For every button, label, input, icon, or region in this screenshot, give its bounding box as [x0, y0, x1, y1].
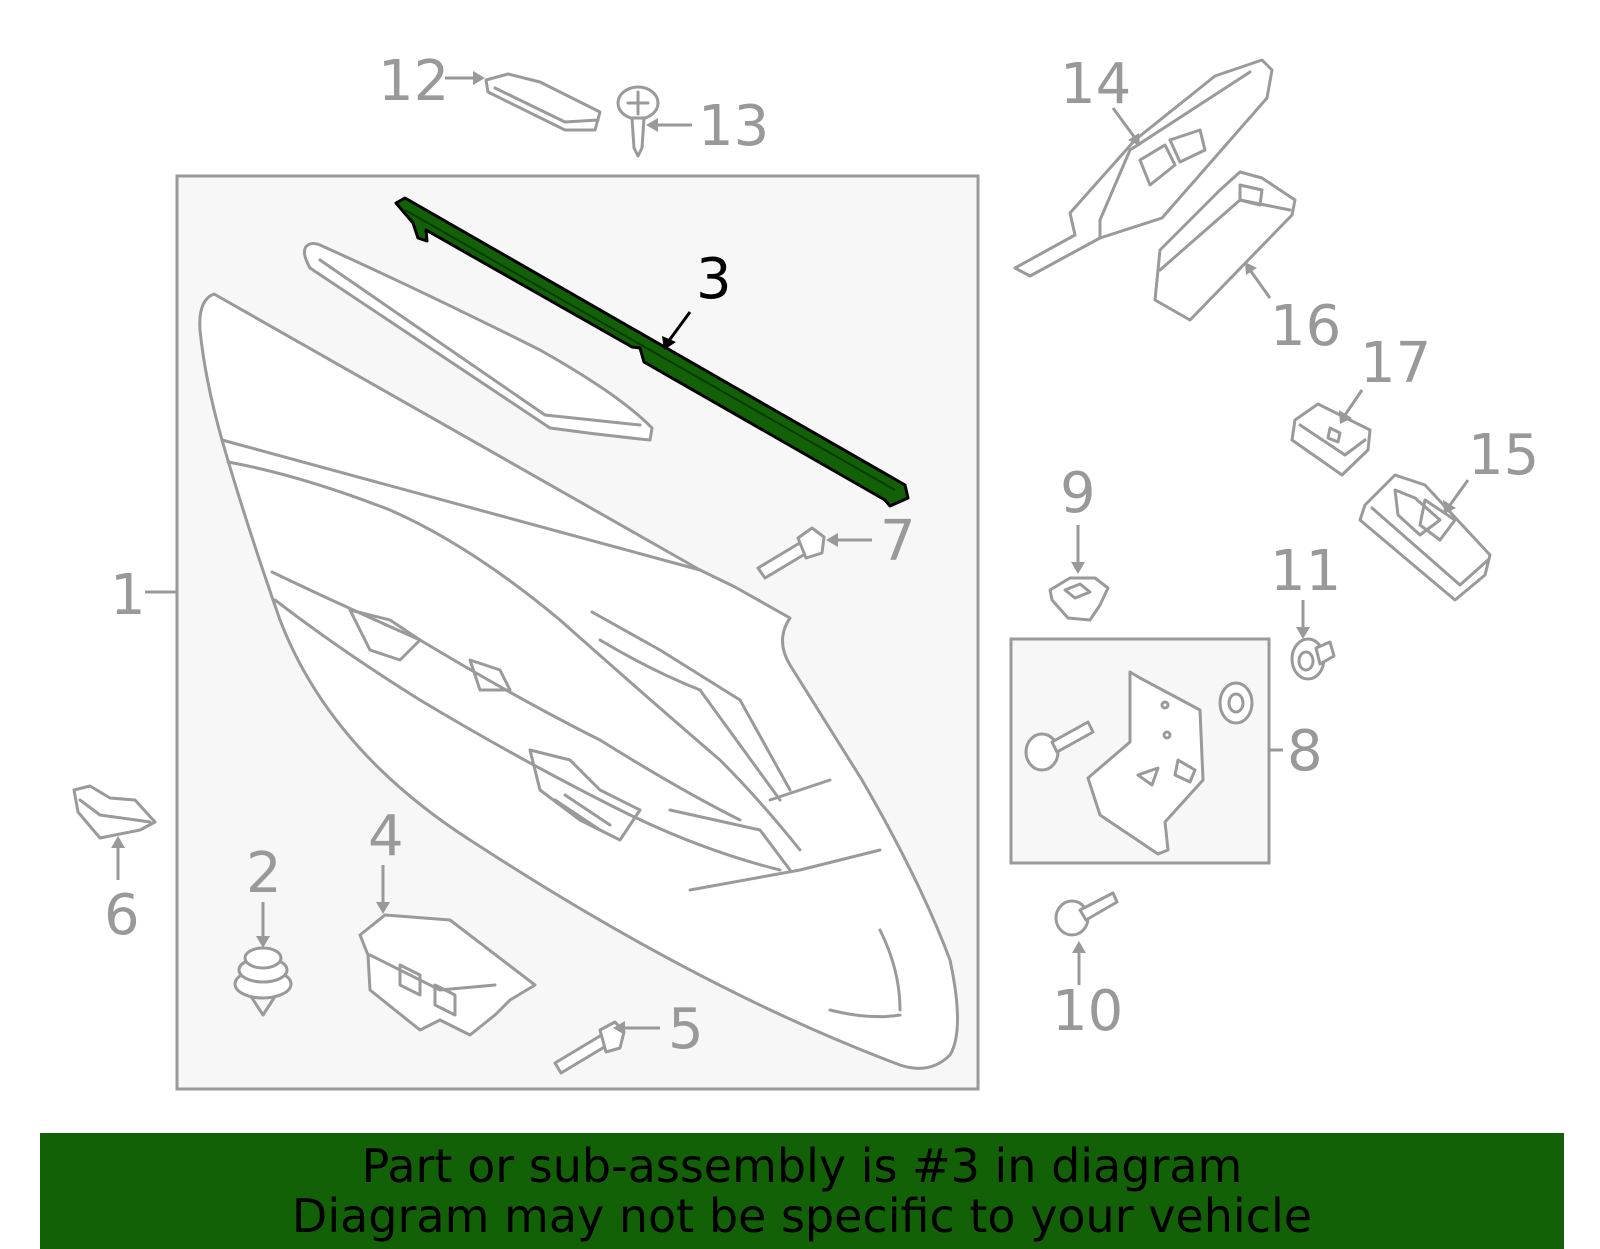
part-3-belt-weatherstrip[interactable]: [394, 196, 910, 508]
part-9-nut[interactable]: [1048, 576, 1110, 622]
callout-15: 15: [1468, 423, 1539, 488]
part-12-insert[interactable]: [484, 72, 602, 132]
part-4-switch-bezel[interactable]: [358, 913, 537, 1037]
callout-4: 4: [368, 804, 404, 869]
callout-6: 6: [104, 883, 140, 948]
highlight-info-banner: Part or sub-assembly is #3 in diagram Di…: [40, 1133, 1564, 1249]
part-6-clip[interactable]: [72, 784, 157, 840]
part-7-screw[interactable]: [756, 526, 826, 580]
part-15-switch[interactable]: [1358, 473, 1492, 602]
part-10-screw[interactable]: [1054, 891, 1119, 937]
part-1-door-trim-panel[interactable]: [198, 292, 959, 1070]
callout-8: 8: [1287, 719, 1323, 784]
callout-11: 11: [1270, 539, 1341, 604]
callout-7: 7: [880, 509, 916, 574]
callout-5: 5: [668, 997, 704, 1062]
callout-1: 1: [110, 563, 146, 628]
part-8-bracket[interactable]: [1024, 670, 1254, 856]
callout-3: 3: [696, 247, 732, 312]
part-11-grommet[interactable]: [1290, 637, 1336, 681]
part-13-screw[interactable]: [616, 85, 660, 158]
callout-10: 10: [1052, 979, 1123, 1044]
banner-line-disclaimer: Diagram may not be specific to your vehi…: [291, 1189, 1313, 1243]
callout-12: 12: [378, 49, 449, 114]
callout-13: 13: [698, 94, 769, 159]
part-17-switch[interactable]: [1290, 402, 1372, 477]
callout-16: 16: [1270, 294, 1341, 359]
part-16-window-switch[interactable]: [1153, 170, 1297, 322]
callout-9: 9: [1060, 461, 1096, 526]
banner-line-part-info: Part or sub-assembly is #3 in diagram: [361, 1139, 1243, 1193]
callout-2: 2: [246, 841, 282, 906]
callout-14: 14: [1060, 52, 1131, 117]
callout-17: 17: [1360, 331, 1431, 396]
part-upper-trim-insert: [303, 242, 654, 442]
part-14-switch-bezel[interactable]: [1013, 58, 1274, 278]
part-2-push-clip[interactable]: [233, 946, 293, 1017]
leader-lines: [111, 71, 1470, 1035]
